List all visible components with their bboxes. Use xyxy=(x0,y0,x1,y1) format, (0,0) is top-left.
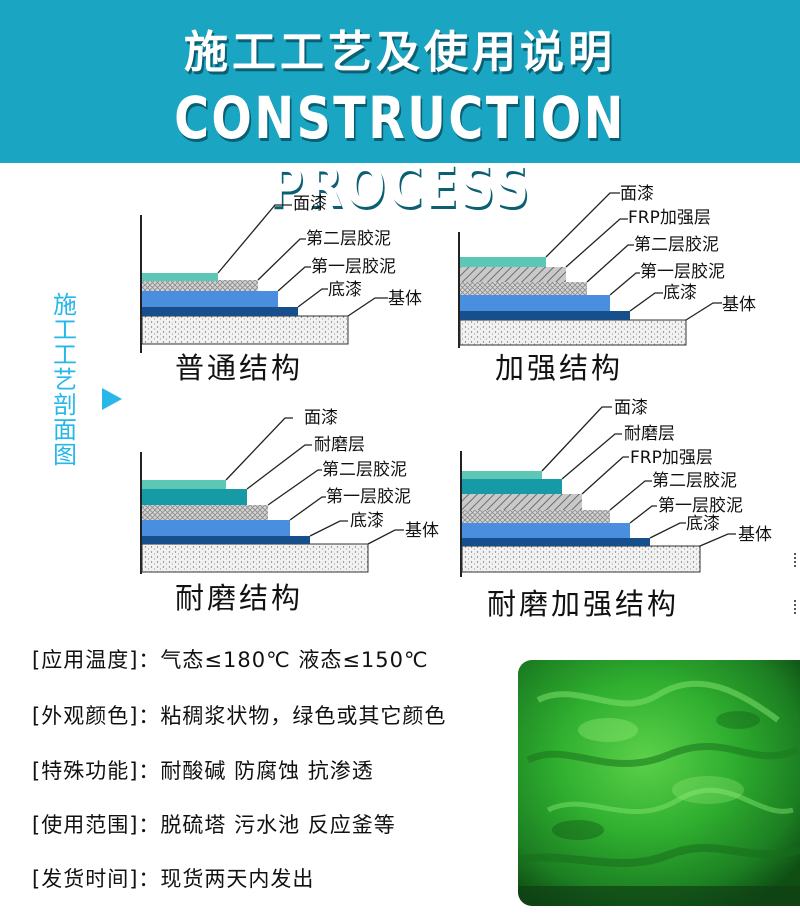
diagram-title-wear-reinforced: 耐磨加强结构 xyxy=(487,587,680,621)
diagram-normal: 面漆 第二层胶泥 第一层胶泥 底漆 基体 普通结构 xyxy=(0,185,422,385)
label-mortar-1: 第一层胶泥 xyxy=(640,262,725,282)
spec-function: [特殊功能]：耐酸碱 防腐蚀 抗渗透 xyxy=(32,755,374,785)
header-title-en: CONSTRUCTION PROCESS xyxy=(174,84,626,220)
label-mortar-1: 第一层胶泥 xyxy=(326,487,411,507)
diagram-reinforced-graphic xyxy=(458,192,722,348)
label-mortar-1: 第一层胶泥 xyxy=(311,257,396,277)
spec-value: 气态≤180℃ 液态≤150℃ xyxy=(160,648,429,672)
divider-mark xyxy=(794,600,799,614)
label-mortar-2: 第二层胶泥 xyxy=(322,460,407,480)
label-substrate: 基体 xyxy=(722,295,756,315)
label-frp: FRP加强层 xyxy=(628,208,711,228)
diagram-reinforced: 面漆 FRP加强层 第二层胶泥 第一层胶泥 底漆 基体 加强结构 xyxy=(440,185,800,385)
green-paste-photo xyxy=(518,660,800,906)
spec-value: 耐酸碱 防腐蚀 抗渗透 xyxy=(160,759,374,783)
label-substrate: 基体 xyxy=(388,289,422,309)
spec-key: [发货时间]： xyxy=(32,867,161,891)
diagram-normal-graphic xyxy=(140,204,388,353)
label-frp: FRP加强层 xyxy=(630,448,713,468)
diagram-wear-reinforced: 面漆 耐磨层 FRP加强层 第二层胶泥 第一层胶泥 底漆 基体 耐磨加强结构 xyxy=(440,395,800,621)
header-banner: 施工工艺及使用说明 CONSTRUCTION PROCESS xyxy=(0,0,800,220)
label-primer: 底漆 xyxy=(328,280,362,300)
spec-color: [外观颜色]：粘稠浆状物，绿色或其它颜色 xyxy=(32,700,446,730)
spec-temperature: [应用温度]：气态≤180℃ 液态≤150℃ xyxy=(32,644,429,674)
label-primer: 底漆 xyxy=(350,511,384,531)
label-mortar-2: 第二层胶泥 xyxy=(634,235,719,255)
label-mortar-2: 第二层胶泥 xyxy=(306,229,391,249)
spec-scope: [使用范围]：脱硫塔 污水池 反应釜等 xyxy=(32,809,396,839)
spec-value: 粘稠浆状物，绿色或其它颜色 xyxy=(160,704,447,728)
label-primer: 底漆 xyxy=(663,283,697,303)
header-title-cn: 施工工艺及使用说明 xyxy=(184,27,616,78)
label-topcoat: 面漆 xyxy=(614,398,648,418)
diagram-title-normal: 普通结构 xyxy=(175,351,304,385)
diagram-wear-reinforced-graphic xyxy=(460,406,736,577)
label-primer: 底漆 xyxy=(686,514,720,534)
label-topcoat: 面漆 xyxy=(304,408,338,428)
label-wear: 耐磨层 xyxy=(624,424,675,444)
label-topcoat: 面漆 xyxy=(293,194,327,214)
spec-key: [应用温度]： xyxy=(32,648,161,672)
label-mortar-2: 第二层胶泥 xyxy=(652,471,737,491)
label-mortar-1: 第一层胶泥 xyxy=(658,496,743,516)
label-topcoat: 面漆 xyxy=(620,184,654,204)
diagram-title-reinforced: 加强结构 xyxy=(495,351,624,385)
side-label: 施工工艺剖面图 xyxy=(53,291,77,469)
diagram-wear-graphic xyxy=(140,417,404,574)
label-substrate: 基体 xyxy=(738,525,772,545)
spec-value: 现货两天内发出 xyxy=(160,867,315,891)
label-wear: 耐磨层 xyxy=(314,435,365,455)
spec-key: [特殊功能]： xyxy=(32,759,161,783)
label-substrate: 基体 xyxy=(405,521,439,541)
spec-key: [外观颜色]： xyxy=(32,704,161,728)
spec-value: 脱硫塔 污水池 反应釜等 xyxy=(160,813,396,837)
diagram-title-wear: 耐磨结构 xyxy=(175,581,304,615)
spec-key: [使用范围]： xyxy=(32,813,161,837)
spec-delivery: [发货时间]：现货两天内发出 xyxy=(32,863,314,893)
arrow-right-icon xyxy=(102,388,122,410)
divider-mark xyxy=(794,553,799,567)
diagram-wear: 面漆 耐磨层 第二层胶泥 第一层胶泥 底漆 基体 耐磨结构 xyxy=(0,400,440,615)
